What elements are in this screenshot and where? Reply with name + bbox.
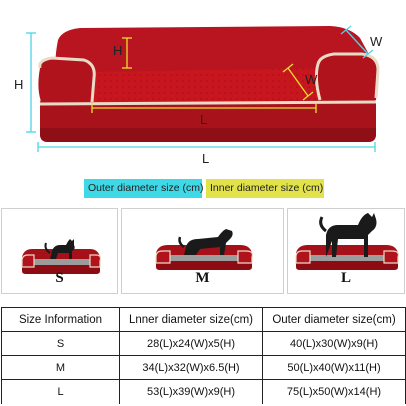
medium-bed-with-dog-illustration bbox=[155, 229, 253, 270]
inner-length-label: L bbox=[200, 112, 207, 127]
bed-right-arm bbox=[316, 54, 378, 102]
table-cell-outer: 75(L)x50(W)x14(H) bbox=[262, 379, 406, 404]
inner-height-label: H bbox=[113, 43, 122, 58]
outer-width-label: W bbox=[370, 34, 383, 49]
small-bed-with-cat-illustration bbox=[21, 239, 102, 274]
table-cell-inner: 28(L)x24(W)x5(H) bbox=[119, 331, 263, 356]
inner-height-dimension bbox=[122, 37, 132, 69]
outer-height-label: H bbox=[14, 77, 23, 92]
inner-length-dimension bbox=[91, 103, 317, 113]
size-panel-l: L bbox=[287, 208, 405, 294]
outer-width-dimension bbox=[340, 25, 374, 59]
size-panel-s: S bbox=[1, 208, 118, 294]
large-bed-with-dog-illustration bbox=[295, 213, 399, 270]
table-row: L 53(L)x39(W)x9(H) 75(L)x50(W)x14(H) bbox=[1, 379, 406, 404]
bed-left-arm bbox=[38, 58, 95, 104]
size-information-table: Size Information Lnner diameter size(cm)… bbox=[1, 307, 406, 404]
legend-outer-diameter: Outer diameter size (cm) bbox=[84, 179, 204, 198]
header-size-information: Size Information bbox=[1, 307, 120, 332]
inner-width-label: W bbox=[305, 72, 318, 87]
table-cell-outer: 50(L)x40(W)x11(H) bbox=[262, 355, 406, 380]
size-letter-s: S bbox=[55, 270, 64, 286]
bed-dimension-diagram: H H W W L L bbox=[14, 25, 383, 166]
table-row: S 28(L)x24(W)x5(H) 40(L)x30(W)x9(H) bbox=[1, 331, 406, 356]
table-header-row: Size Information Lnner diameter size(cm)… bbox=[1, 307, 406, 332]
inner-width-dimension bbox=[282, 63, 314, 101]
legend-inner-diameter: Inner diameter size (cm) bbox=[206, 179, 324, 198]
outer-length-label: L bbox=[202, 151, 209, 166]
size-letter-m: M bbox=[195, 270, 210, 286]
size-panel-m: M bbox=[121, 208, 284, 294]
header-outer-diameter: Outer diameter size(cm) bbox=[262, 307, 406, 332]
outer-length-dimension bbox=[37, 142, 376, 152]
table-cell-inner: 53(L)x39(W)x9(H) bbox=[119, 379, 263, 404]
table-row: M 34(L)x32(W)x6.5(H) 50(L)x40(W)x11(H) bbox=[1, 355, 406, 380]
header-inner-diameter: Lnner diameter size(cm) bbox=[119, 307, 263, 332]
table-cell-inner: 34(L)x32(W)x6.5(H) bbox=[119, 355, 263, 380]
outer-height-dimension bbox=[26, 32, 36, 133]
table-cell-size: S bbox=[1, 331, 120, 356]
size-letter-l: L bbox=[340, 270, 351, 286]
table-cell-size: M bbox=[1, 355, 120, 380]
table-cell-size: L bbox=[1, 379, 120, 404]
table-cell-outer: 40(L)x30(W)x9(H) bbox=[262, 331, 406, 356]
